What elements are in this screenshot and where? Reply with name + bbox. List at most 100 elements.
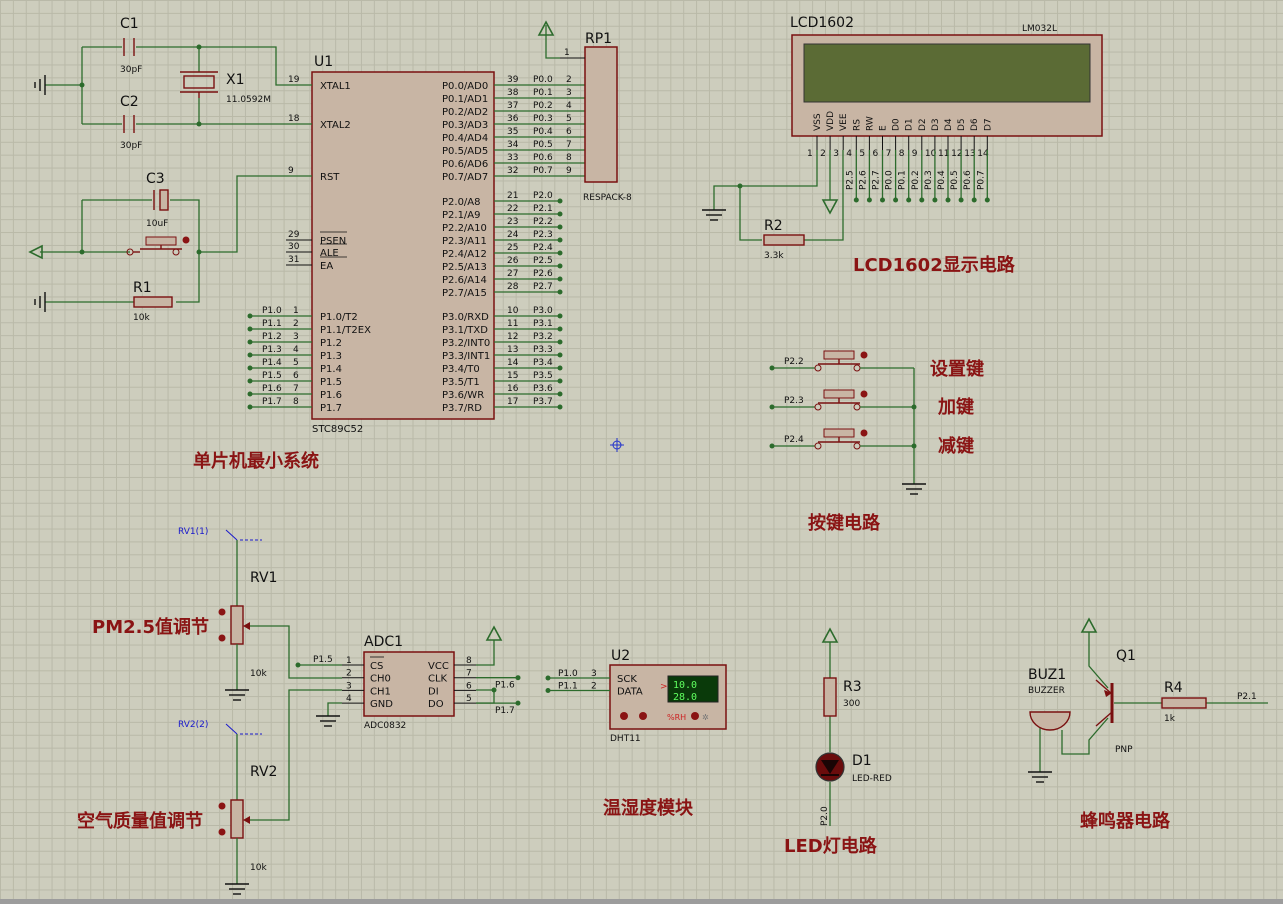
lcd-pin-number: 5 [859,149,865,159]
lcd-pin-number: 4 [846,149,852,159]
key-net: P2.4 [784,435,804,445]
net-junction [893,197,899,203]
dht11-module[interactable]: 10.0 28.0 > %RH ✲ U2 DHT11 [609,648,727,744]
u1-right-name: P2.0/A8 [442,197,481,208]
lcd-pin-number: 13 [964,149,975,159]
key-button[interactable] [814,389,868,411]
u1-right-number: 17 [507,397,518,407]
key-button[interactable] [814,350,868,372]
label-set-key: 设置键 [930,358,984,380]
u1-p1-name: P1.3 [320,351,342,362]
net-junction [557,391,563,397]
key-contact [853,403,861,411]
key-indicator [860,351,868,359]
buz1-ref: BUZ1 [1028,667,1066,683]
x1-crystal[interactable]: X1 11.0592M [180,71,271,105]
net-junction [557,404,563,410]
c1-capacitor[interactable]: C1 30pF [120,16,142,75]
net-junction [557,198,563,204]
u1-right-name: P2.5/A13 [442,262,487,273]
adc0832-chip[interactable]: ADC1 ADC0832 [363,634,455,731]
u1-right-net: P3.4 [533,358,553,368]
c2-value: 30pF [120,141,142,151]
lcd-net-label: P0.2 [911,170,921,190]
rv1-potentiometer[interactable]: RV1(1) RV1 10k [178,527,342,701]
dht-humidity: 28.0 [673,692,697,703]
net-junction [247,339,253,345]
u1-p0-net: P0.6 [533,153,553,163]
reset-button[interactable] [126,236,190,256]
r2-value: 3.3k [764,251,784,261]
u1-p1-name: P1.7 [320,403,342,414]
u1-right-name: P3.2/INT0 [442,338,490,349]
u1-right-net: P3.1 [533,319,553,329]
net-junction [557,237,563,243]
u1-p0-name: P0.1/AD1 [442,94,488,105]
lcd-pin-number: 9 [912,149,918,159]
dht-mode-icon[interactable] [691,712,699,720]
rv2-ref: RV2 [250,764,277,780]
r4-value: 1k [1164,714,1176,724]
dht-pin-name: SCK [617,674,637,685]
lcd-pins: VSS1VDD2VEE3RS4P2.5RW5P2.6E6P2.7D07P0.0D… [807,111,993,203]
net-junction [515,675,521,681]
q1-ref: Q1 [1116,648,1136,664]
u1-right-number: 23 [507,217,518,227]
buz1-buzzer[interactable]: BUZ1 BUZZER [1028,667,1071,731]
rp1-pin-number: 2 [566,75,572,85]
key-cap [823,389,855,399]
key-button[interactable] [814,428,868,450]
u1-right-number: 13 [507,345,518,355]
lcd-pin-number: 10 [925,149,937,159]
d1-led[interactable]: D1 LED-RED P2.0 [815,752,892,826]
u1-p1-number: 6 [293,371,299,381]
dht-increase-icon[interactable] [639,712,647,720]
r2-resistor[interactable]: R2 3.3k [763,218,805,261]
u1-right-name: P3.4/T0 [442,364,480,375]
q1-net: P2.1 [1237,692,1257,702]
dht-decrease-icon[interactable] [620,712,628,720]
u1-p1-number: 3 [293,332,299,342]
c3-capacitor[interactable]: C3 10uF [146,171,169,229]
r3-resistor[interactable]: R3 300 [823,677,862,717]
key-net: P2.3 [784,396,804,406]
adc-wiring [297,625,503,727]
u1-p1-net: P1.2 [262,332,282,342]
adc-ref: ADC1 [364,634,403,650]
lcd-net-label: P0.5 [950,170,960,190]
buz1-part: BUZZER [1028,686,1065,696]
u1-right-name: P2.7/A15 [442,288,487,299]
rp1-respack[interactable]: RP1 RESPACK-8 1 [537,20,632,203]
adc-pin-name: CS [370,661,383,672]
net-junction [247,391,253,397]
q1-transistor[interactable]: Q1 PNP [1085,648,1136,755]
rv2-potentiometer[interactable]: RV2(2) RV2 10k [178,689,342,895]
u1-p1-name: P1.5 [320,377,342,388]
net-junction [911,443,917,449]
u1-right-net: P2.3 [533,230,553,240]
r1-resistor[interactable]: R1 10k [133,280,173,323]
lcd-pin-number: 2 [820,149,826,159]
u1-pin-number: 29 [288,230,300,240]
dht-ref: U2 [611,648,630,664]
net-junction [971,197,977,203]
net-junction [769,404,775,410]
keys-circuit: P2.2P2.3P2.4 [769,350,926,495]
u1-right-net: P3.3 [533,345,553,355]
c1-value: 30pF [120,65,142,75]
c2-capacitor[interactable]: C2 30pF [120,94,142,151]
lcd-pin-name: D4 [944,118,954,131]
u1-chip[interactable]: U1 STC89C52 [311,54,495,435]
lcd1602-module[interactable]: LCD1602 LM032L [790,15,1103,137]
lcd-pin-name: VEE [839,113,849,131]
rp1-pin-number: 9 [566,166,572,176]
u1-right-net: P2.7 [533,282,553,292]
c3-value: 10uF [146,219,168,229]
net-junction [557,211,563,217]
u1-p0-net: P0.3 [533,114,553,124]
r4-resistor[interactable]: R4 1k P2.1 [1161,680,1257,724]
